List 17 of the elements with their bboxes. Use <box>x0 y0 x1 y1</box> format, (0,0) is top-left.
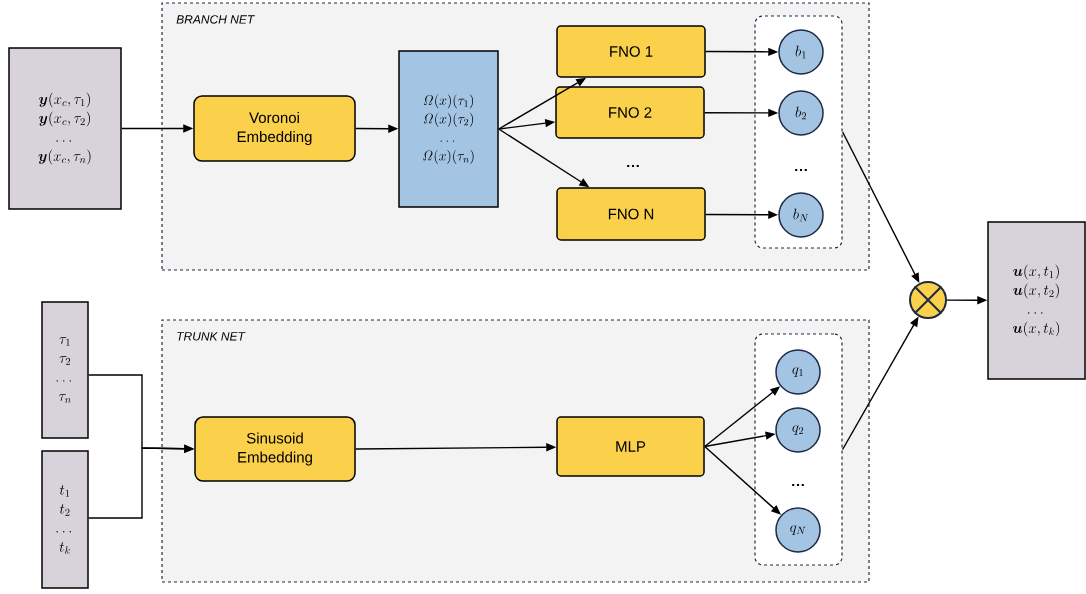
feature-box: $\mathit{\Omega}(x)(\tau_1)$ $\mathit{\Omega}(x)(\tau_2)$ $\dots$ $\mathit{\Omega}(x)(\tau_n)$ <box>398 50 499 208</box>
input-box: $\boldsymbol{u}(x,t_1)$ $\boldsymbol{u}(x,t_2)$ $\dots$ $\boldsymbol{u}(x,t_k)$ <box>987 221 1086 380</box>
arrow <box>704 445 781 515</box>
embedding-box: Sinusoid Embedding <box>194 416 356 482</box>
ellipsis: … <box>795 168 807 172</box>
process-box: FNO 1 <box>556 25 706 78</box>
multiply-symbol <box>909 281 947 319</box>
input-box: $\tau_1$ $\tau_2$ $\dots$ $\tau_n$ <box>41 301 89 439</box>
ellipsis: … <box>627 164 639 168</box>
process-box: FNO 2 <box>555 86 705 139</box>
process-box: FNO N <box>556 187 706 241</box>
input-box: $\boldsymbol{y}(x_c,\tau_1)$ $\boldsymbol{y}(x_c,\tau_2)$ $\dots$ $\boldsymbol{y}(x_c,\tau_n)$ <box>8 47 122 210</box>
embedding-box: Voronoi Embedding <box>193 95 356 162</box>
arrow <box>841 131 920 283</box>
ellipsis: … <box>792 483 804 487</box>
input-box: $t_1$ $t_2$ $\dots$ $t_k$ <box>41 450 89 589</box>
process-box: MLP <box>556 416 705 477</box>
